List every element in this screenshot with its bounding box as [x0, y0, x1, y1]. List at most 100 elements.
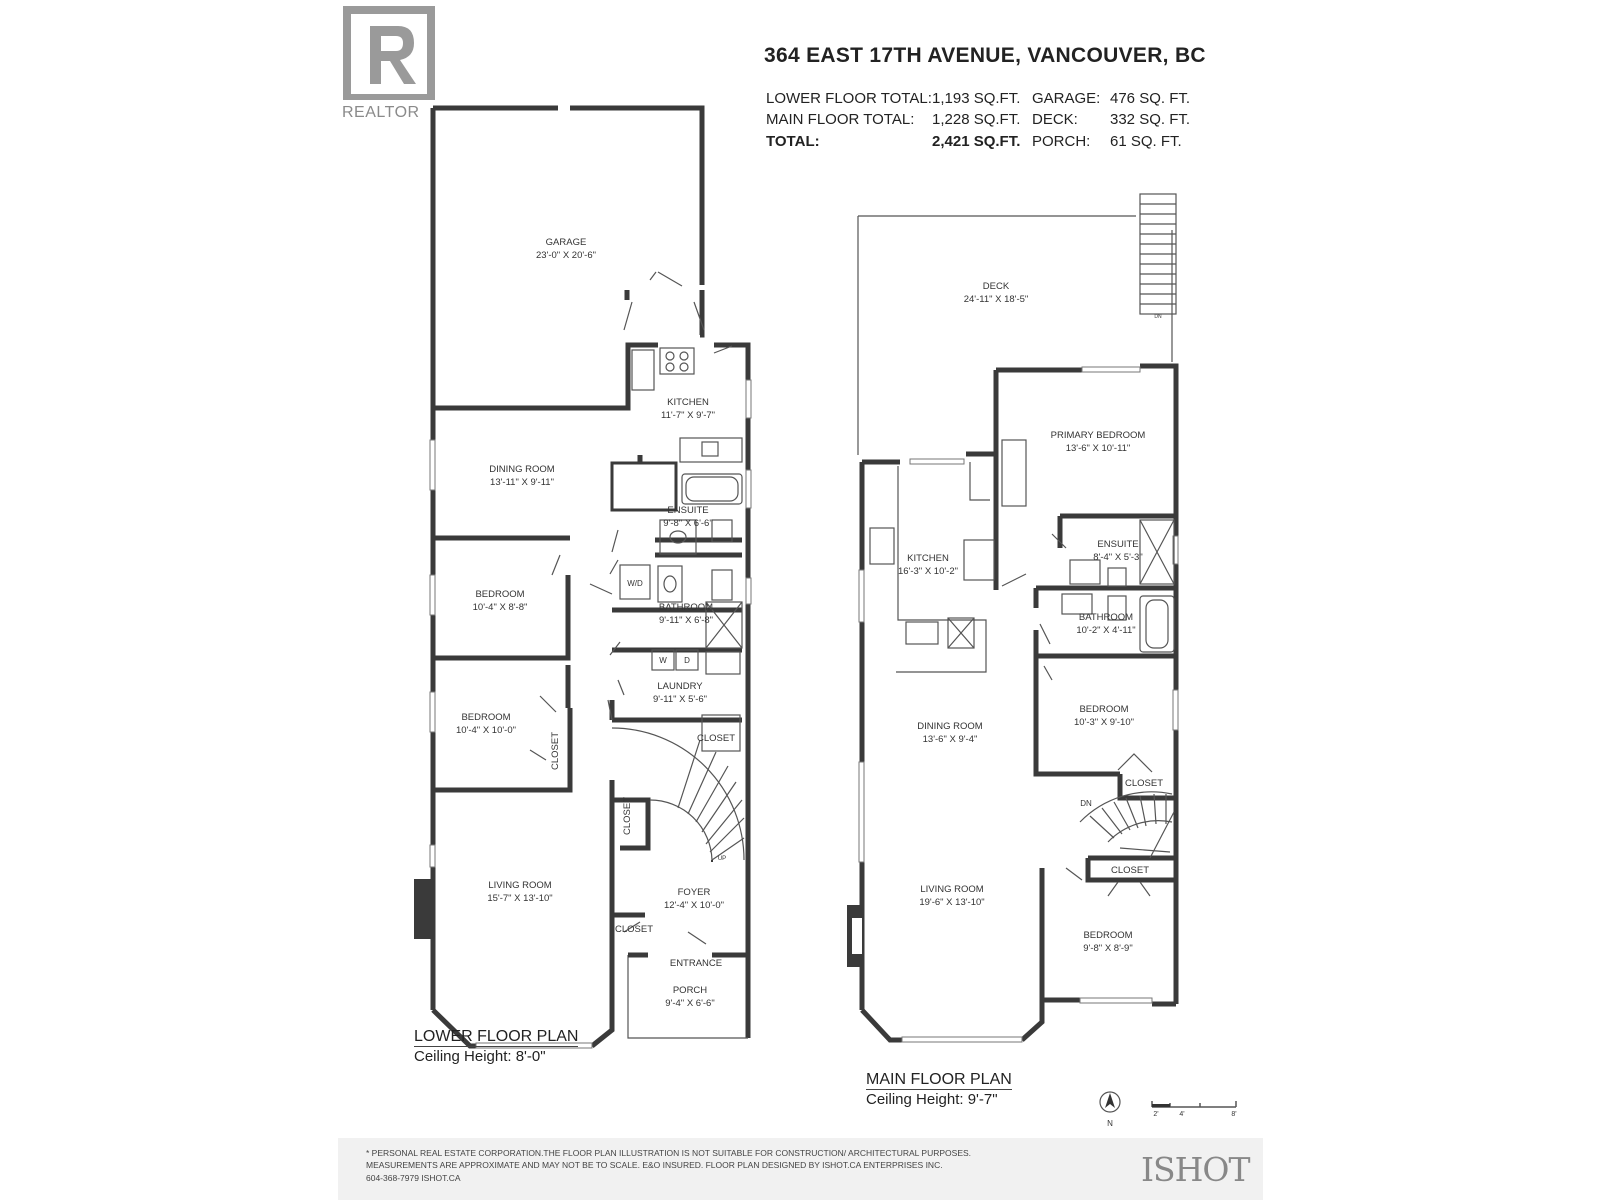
room-dims: 9'-8" X 6'-6": [663, 518, 712, 529]
lower-floor-plan-label: LOWER FLOOR PLAN: [414, 1028, 579, 1047]
room-name: LIVING ROOM: [920, 884, 983, 895]
contact-line: 604-368-7979 ISHOT.CA: [366, 1173, 461, 1183]
lower-fixtures: [619, 347, 743, 752]
main-ensuite-window: [1172, 535, 1179, 565]
north-label: N: [1107, 1119, 1113, 1128]
main-living-window: [901, 1036, 1023, 1043]
room-name: DECK: [983, 281, 1010, 292]
room-name: BEDROOM: [1079, 704, 1128, 715]
total-value: 61 SQ. FT.: [1110, 133, 1182, 150]
room-name: BATHROOM: [659, 602, 713, 613]
lower-bedroom2-window: [429, 691, 436, 733]
stair-up-label: UP: [718, 856, 726, 862]
lower-living-window: [475, 1042, 593, 1049]
room-dims: 8'-4" X 5'-3": [1093, 552, 1142, 563]
main-primary-door: [1081, 366, 1141, 373]
north-arrow-and-scale: [1099, 1091, 1237, 1113]
room-dims: 10'-2" X 4'-11": [1076, 625, 1135, 636]
disclaimer-line: * PERSONAL REAL ESTATE CORPORATION.THE F…: [366, 1148, 972, 1158]
closet-label: CLOSET: [550, 732, 561, 770]
room-dims: 9'-11" X 6'-8": [659, 615, 713, 626]
main-fixtures: [1061, 519, 1175, 653]
scale-mark: 4': [1179, 1111, 1184, 1118]
main-floor-walls: [847, 215, 1179, 1043]
total-value: 2,421 SQ.FT.: [932, 133, 1021, 150]
room-name: BATHROOM: [1079, 612, 1133, 623]
total-label: MAIN FLOOR TOTAL:: [766, 111, 915, 128]
room-dims: 10'-4" X 10'-0": [456, 725, 516, 736]
room-dims: 24'-11" X 18'-5": [964, 294, 1029, 305]
realtor-wordmark: REALTOR: [342, 104, 420, 121]
room-dims: 9'-8" X 8'-9": [1083, 943, 1132, 954]
main-bedroom-side-window: [1172, 689, 1179, 731]
room-name: FOYER: [678, 887, 711, 898]
disclaimer-line: MEASUREMENTS ARE APPROXIMATE AND MAY NOT…: [366, 1160, 943, 1170]
room-dims: 19'-6" X 13'-10": [919, 897, 984, 908]
room-dims: 23'-0" X 20'-6": [536, 250, 596, 261]
disclaimer-footer: * PERSONAL REAL ESTATE CORPORATION.THE F…: [338, 1138, 1263, 1200]
lower-living-side-window: [429, 844, 436, 868]
closet-label: CLOSET: [622, 797, 633, 835]
room-dims: 9'-11" X 5'-6": [653, 694, 707, 705]
stair-dn-label: DN: [1080, 799, 1092, 808]
main-floor-plan-label: MAIN FLOOR PLAN: [866, 1071, 1012, 1090]
room-name: LIVING ROOM: [488, 880, 551, 891]
total-label: DECK:: [1032, 111, 1078, 128]
main-ceiling-height: Ceiling Height: 9'-7": [866, 1091, 998, 1108]
main-bedroom-window: [1079, 997, 1153, 1004]
lower-ensuite-window: [745, 469, 752, 509]
main-staircase: [1079, 791, 1175, 859]
room-labels: GARAGE 23'-0" X 20'-6" KITCHEN 11'-7" X …: [456, 237, 1237, 1128]
main-doors: [1001, 533, 1153, 897]
closet-label: CLOSET: [615, 924, 653, 935]
total-value: 332 SQ. FT.: [1110, 111, 1191, 128]
ishot-logo: ISHOT: [1141, 1150, 1250, 1189]
closet-label: CLOSET: [1111, 865, 1149, 876]
room-name: PRIMARY BEDROOM: [1051, 430, 1146, 441]
room-dims: 13'-11" X 9'-11": [490, 477, 554, 488]
dryer-label: D: [684, 656, 690, 665]
deck-stairs: [1139, 193, 1177, 315]
closet-label: CLOSET: [697, 733, 735, 744]
room-dims: 13'-6" X 10'-11": [1066, 443, 1131, 454]
room-name: ENSUITE: [1097, 539, 1138, 550]
wd-label: W/D: [627, 579, 643, 588]
main-kitchen-door: [909, 458, 965, 465]
main-dining-window: [858, 761, 865, 863]
total-label: LOWER FLOOR TOTAL:: [766, 90, 932, 107]
room-name: KITCHEN: [907, 553, 949, 564]
main-kitchen-window: [858, 569, 865, 623]
total-value: 1,193 SQ.FT.: [932, 90, 1021, 107]
lower-bedroom-window: [429, 574, 436, 616]
entrance-label: ENTRANCE: [670, 958, 722, 969]
total-label: TOTAL:: [766, 133, 820, 150]
room-name: KITCHEN: [667, 397, 709, 408]
room-name: ENSUITE: [667, 505, 708, 516]
room-name: PORCH: [673, 985, 707, 996]
room-dims: 10'-3" X 9'-10": [1074, 717, 1134, 728]
room-name: DINING ROOM: [489, 464, 555, 475]
lower-staircase: [611, 727, 745, 862]
room-name: DINING ROOM: [917, 721, 983, 732]
room-dims: 15'-7" X 13'-10": [487, 893, 552, 904]
room-name: BEDROOM: [475, 589, 524, 600]
lower-ceiling-height: Ceiling Height: 8'-0": [414, 1048, 546, 1065]
room-dims: 11'-7" X 9'-7": [661, 410, 715, 421]
scale-mark: 2': [1153, 1111, 1158, 1118]
lower-bathroom-window: [745, 577, 752, 605]
total-value: 476 SQ. FT.: [1110, 90, 1191, 107]
total-label: GARAGE:: [1032, 90, 1101, 107]
room-dims: 10'-4" X 8'-8": [473, 602, 528, 613]
closet-label: CLOSET: [1125, 778, 1163, 789]
realtor-logo: [343, 6, 435, 100]
room-dims: 13'-6" X 9'-4": [923, 734, 978, 745]
lower-doors: [529, 271, 733, 945]
total-label: PORCH:: [1032, 133, 1091, 150]
room-name: GARAGE: [546, 237, 587, 248]
lower-dining-window: [429, 439, 436, 491]
scale-mark: 8': [1231, 1111, 1236, 1118]
room-name: BEDROOM: [461, 712, 510, 723]
property-address: 364 EAST 17TH AVENUE, VANCOUVER, BC: [764, 44, 1206, 67]
total-value: 1,228 SQ.FT.: [932, 111, 1021, 128]
